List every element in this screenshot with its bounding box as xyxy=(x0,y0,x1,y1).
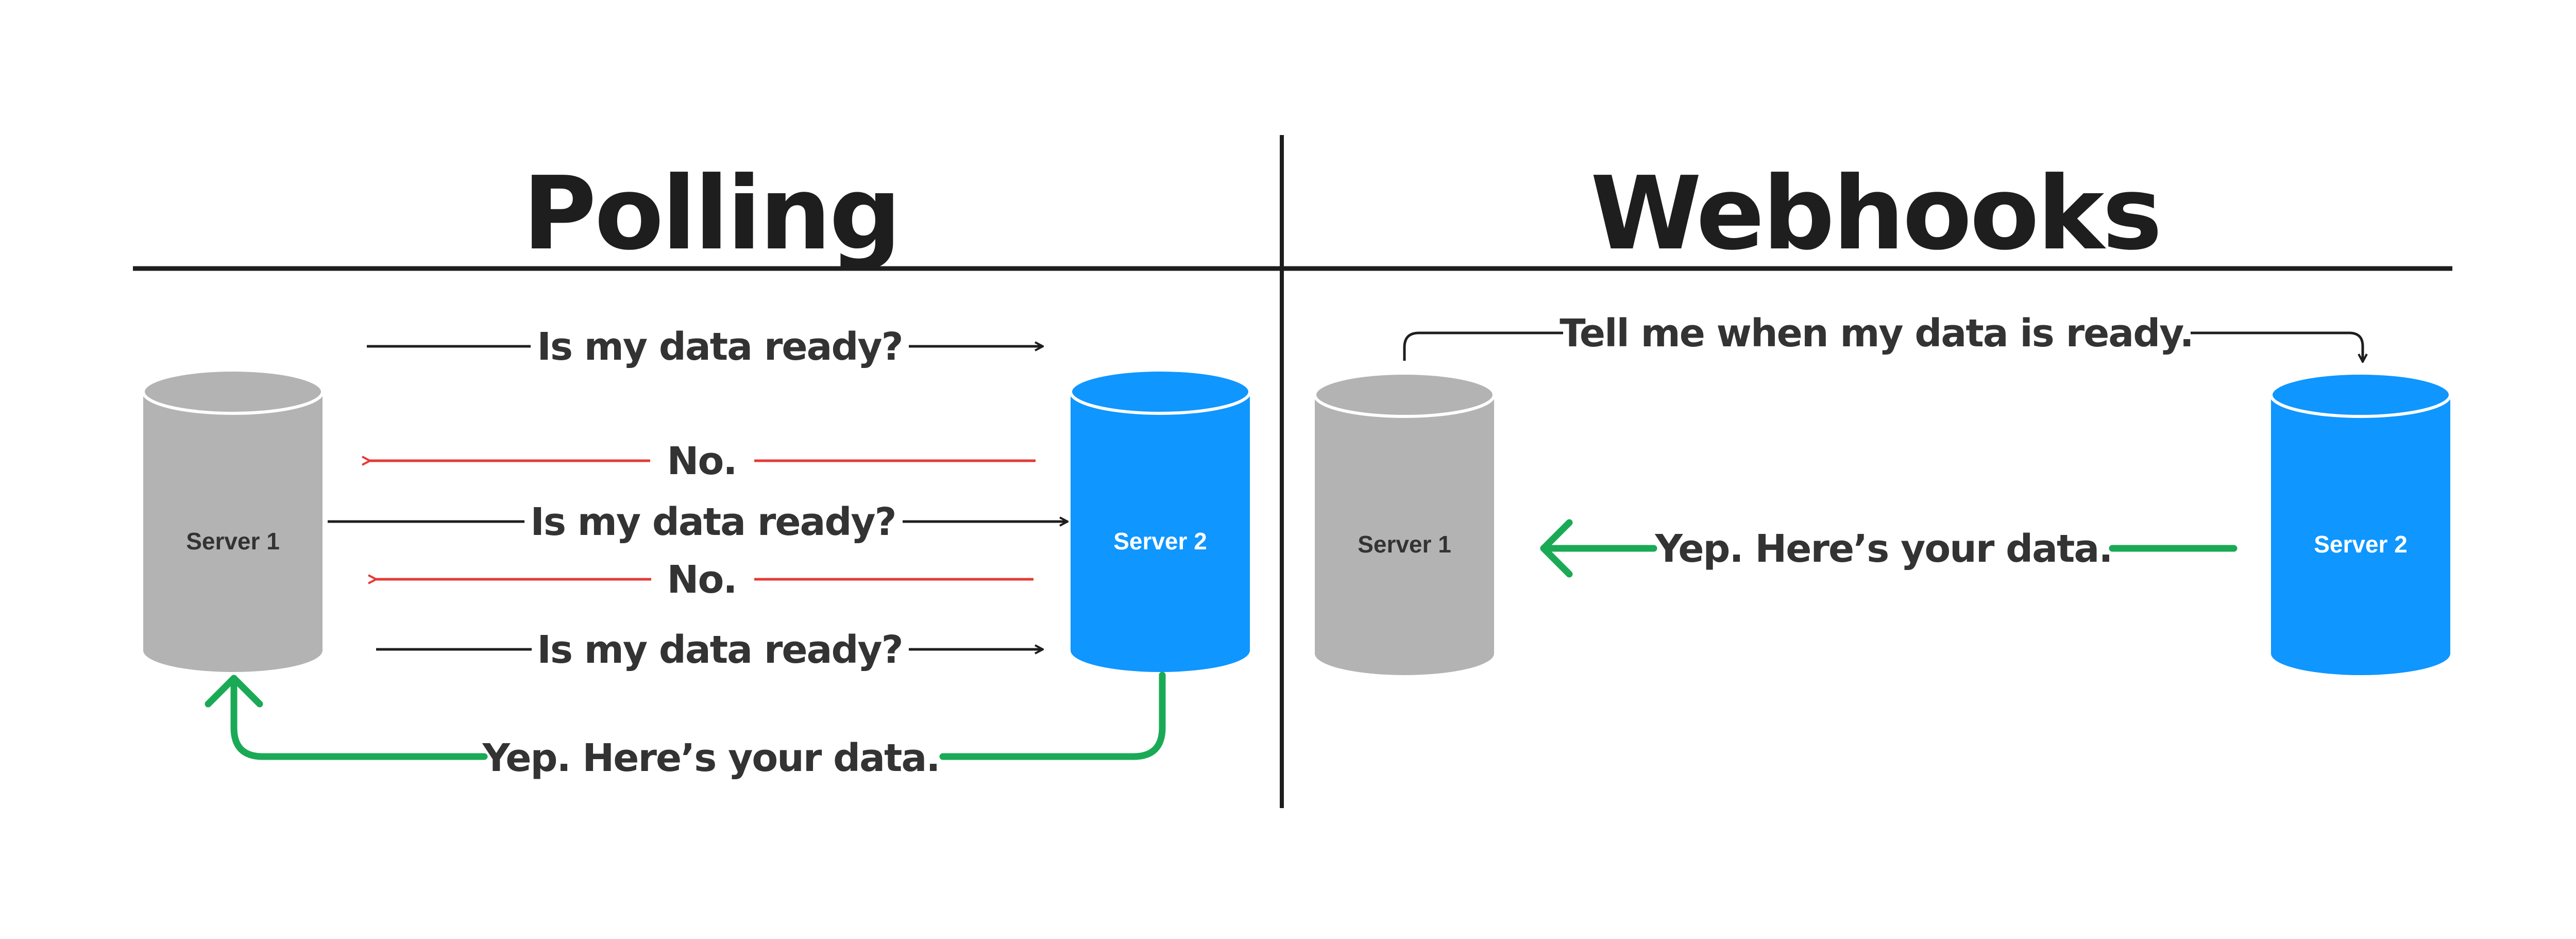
polling-server-1-label: Server 1 xyxy=(186,528,280,555)
webhook-subscribe-arrow xyxy=(2191,331,2363,362)
webhook-subscribe-label: Tell me when my data is ready. xyxy=(1560,311,2193,356)
polling-server-2-label: Server 2 xyxy=(1113,528,1207,555)
webhook-subscribe-line-left xyxy=(1403,331,1563,361)
webhooks-title: Webhooks xyxy=(1590,155,2160,273)
webhook-callback-arrowhead xyxy=(1540,519,1573,578)
poll-data-return-path-right xyxy=(939,672,1166,760)
webhooks-server-2-label: Server 2 xyxy=(2314,531,2408,558)
webhooks-server-1-cylinder: Server 1 xyxy=(1313,372,1496,675)
poll-response-1-label: No. xyxy=(667,439,737,483)
poll-data-return-arrowhead xyxy=(205,675,263,708)
poll-data-return-label: Yep. Here’s your data. xyxy=(482,736,940,780)
webhooks-server-1-label: Server 1 xyxy=(1358,531,1451,558)
poll-data-return-arrow-left xyxy=(230,675,488,760)
webhooks-server-2-cylinder: Server 2 xyxy=(2269,372,2452,675)
poll-request-2-label: Is my data ready? xyxy=(530,500,895,544)
polling-server-1-cylinder: Server 1 xyxy=(142,368,324,672)
poll-request-3-label: Is my data ready? xyxy=(537,628,902,672)
webhook-callback-label: Yep. Here’s your data. xyxy=(1655,527,2112,571)
polling-title: Polling xyxy=(522,155,900,273)
poll-request-1-label: Is my data ready? xyxy=(537,325,902,369)
poll-response-2-label: No. xyxy=(667,558,737,602)
polling-server-2-cylinder: Server 2 xyxy=(1069,368,1251,672)
